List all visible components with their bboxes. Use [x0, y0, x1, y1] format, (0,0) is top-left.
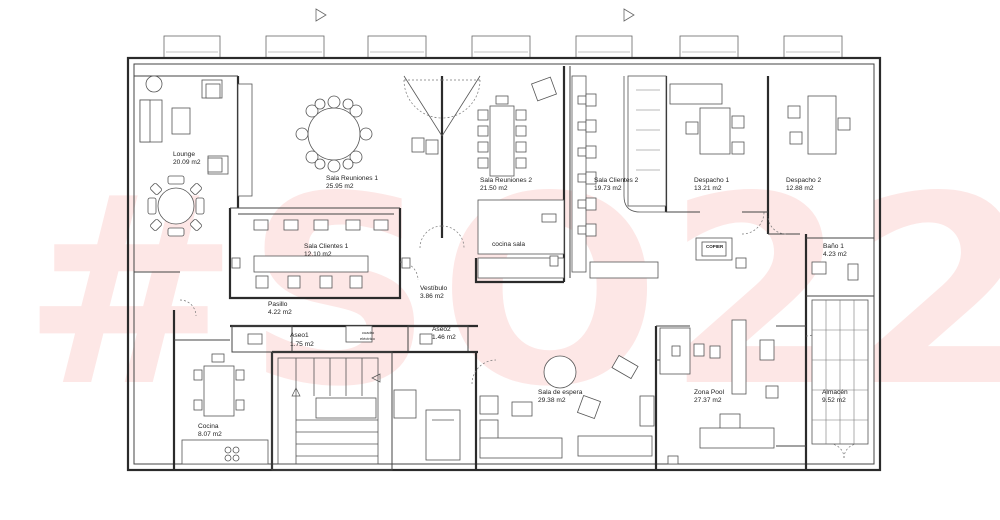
label-cocina-sala: cocina sala	[492, 241, 525, 248]
meeting-room-2-furniture	[477, 76, 565, 279]
room-name-sala-reuniones-1: Sala Reuniones 1	[326, 175, 378, 182]
room-area-zona-pool: 27.37 m2	[694, 397, 722, 404]
kitchen-furniture	[181, 353, 269, 465]
exterior-walls	[126, 56, 882, 472]
room-area-sala-reuniones-1: 25.95 m2	[326, 183, 354, 190]
room-area-bano-1: 4.23 m2	[823, 251, 847, 258]
room-area-sala-clientes-1: 12.10 m2	[304, 251, 332, 258]
room-name-aseo1: Aseo1	[290, 332, 309, 339]
label-cuadro: cuadro	[362, 330, 375, 335]
staircase	[277, 357, 461, 465]
room-labels: Lounge 20.09 m2 Sala Reuniones 1 25.95 m…	[173, 151, 848, 438]
room-area-despacho-1: 13.21 m2	[694, 185, 722, 192]
room-name-despacho-1: Despacho 1	[694, 177, 730, 184]
label-electrico: eléctrico	[360, 336, 376, 341]
office-1-furniture	[669, 83, 747, 269]
label-copier: COPIER	[706, 244, 724, 249]
room-name-zona-pool: Zona Pool	[694, 389, 725, 396]
toilet-fixtures	[247, 325, 433, 345]
room-area-almacen: 9.52 m2	[822, 397, 846, 404]
storage-shelving	[811, 299, 869, 459]
room-name-sala-reuniones-2: Sala Reuniones 2	[480, 177, 532, 184]
room-area-despacho-2: 12.88 m2	[786, 185, 814, 192]
room-name-aseo2: Aseo2	[432, 326, 451, 333]
room-name-cocina: Cocina	[198, 423, 219, 430]
room-area-aseo2: 1.46 m2	[432, 334, 456, 341]
clients-room-1-furniture	[231, 219, 411, 289]
facade-windows	[163, 35, 843, 59]
room-name-sala-clientes-2: Sala Clientes 2	[594, 177, 639, 184]
room-name-vestibulo: Vestíbulo	[420, 285, 447, 292]
room-area-pasillo: 4.22 m2	[268, 309, 292, 316]
room-name-sala-espera: Sala de espera	[538, 389, 583, 396]
room-area-vestibulo: 3.86 m2	[420, 293, 444, 300]
room-name-bano-1: Baño 1	[823, 243, 844, 250]
room-name-despacho-2: Despacho 2	[786, 177, 822, 184]
room-area-sala-clientes-2: 19.73 m2	[594, 185, 622, 192]
entry-markers	[315, 8, 635, 22]
bathroom-1-fixtures	[811, 261, 859, 281]
room-name-pasillo: Pasillo	[268, 301, 288, 308]
doors	[179, 75, 827, 385]
room-name-lounge: Lounge	[173, 151, 195, 158]
room-area-lounge: 20.09 m2	[173, 159, 201, 166]
office-2-furniture	[787, 95, 851, 155]
waiting-room-furniture	[479, 354, 655, 459]
room-area-sala-reuniones-2: 21.50 m2	[480, 185, 508, 192]
meeting-room-1-furniture	[237, 83, 439, 197]
clients-room-2-furniture	[571, 75, 667, 279]
room-area-aseo1: 1.75 m2	[290, 341, 314, 348]
room-name-almacen: Almacén	[822, 389, 848, 396]
pool-zone-furniture	[659, 319, 779, 465]
room-name-sala-clientes-1: Sala Clientes 1	[304, 243, 349, 250]
room-area-cocina: 8.07 m2	[198, 431, 222, 438]
room-area-sala-espera: 29.38 m2	[538, 397, 566, 404]
lounge-furniture	[139, 75, 229, 237]
